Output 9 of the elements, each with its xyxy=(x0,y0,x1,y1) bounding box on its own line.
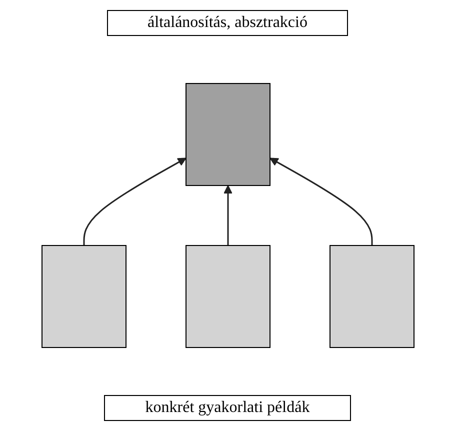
node-box xyxy=(329,245,414,348)
node-box xyxy=(41,245,126,348)
arrow xyxy=(82,158,186,246)
node-box xyxy=(185,245,270,348)
node-box xyxy=(185,83,270,186)
text-box: általánosítás, absztrakció xyxy=(106,10,348,36)
arrow xyxy=(269,158,372,246)
text-box: konkrét gyakorlati példák xyxy=(104,395,351,421)
arrow xyxy=(223,185,232,246)
